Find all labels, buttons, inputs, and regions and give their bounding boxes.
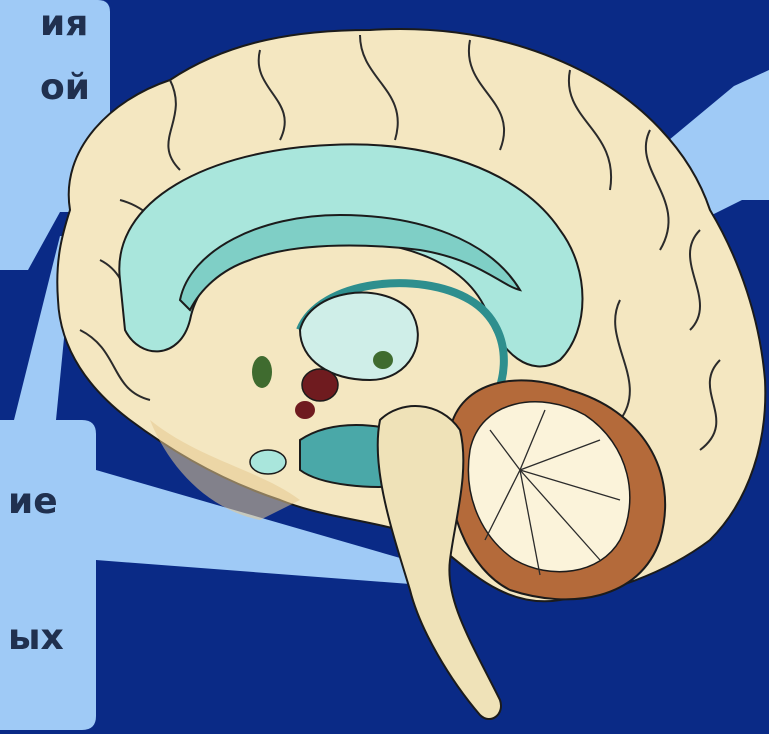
gland-left [252,356,272,388]
olfactory-bulb [250,450,286,474]
callout-bottom-left-line2: ых [8,620,64,656]
callout-top-left-line2: ой [40,70,90,106]
callout-bottom-left-line1: ие [8,484,58,520]
gland-right [373,351,393,369]
callout-top-left-line1: ия [40,6,88,42]
amygdala [302,369,338,401]
mammillary-body [295,401,315,419]
